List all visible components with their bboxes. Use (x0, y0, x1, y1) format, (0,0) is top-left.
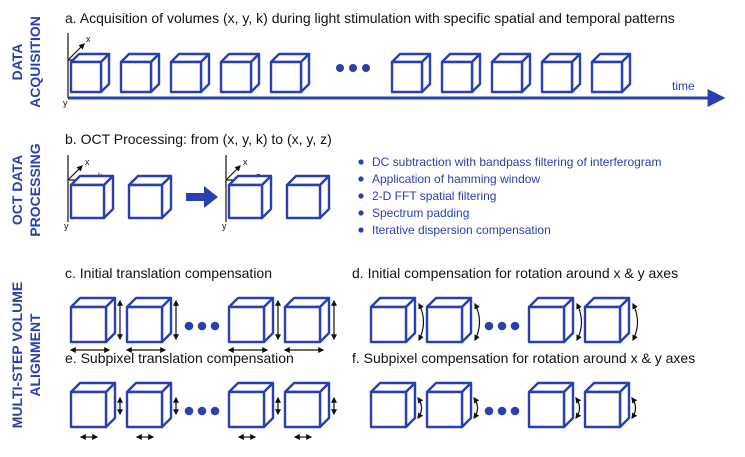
volume-cube-c-1 (69, 296, 117, 344)
processing-step-item: Iterative dispersion compensation (372, 223, 551, 237)
axis-x-arrow-b-out (225, 165, 241, 181)
section-label-acquisition-line1: DATA (9, 44, 25, 81)
heading-processing: b. OCT Processing: from (x, y, k) to (x,… (65, 131, 332, 147)
heading-panel-d: d. Initial compensation for rotation aro… (352, 265, 678, 281)
axis-y-label-b-out: y (222, 221, 227, 231)
volume-cube-a-3 (169, 52, 211, 94)
volume-cube-c-4 (283, 296, 331, 344)
ellipsis-e (184, 406, 220, 416)
processing-step-item: Spectrum padding (372, 206, 469, 220)
axis-y-label-a: y (63, 98, 68, 108)
volume-cube-b-input-2 (127, 174, 173, 220)
section-label-alignment-line2: ALIGNMENT (27, 313, 43, 397)
ellipsis-c (184, 321, 220, 331)
bullet-dot (358, 210, 364, 216)
processing-step-item: DC subtraction with bandpass filtering o… (372, 155, 661, 169)
subpixel-rotation-arrow-f-3 (575, 397, 582, 419)
subpixel-rotation-arrow-f-4 (631, 397, 638, 419)
bullet-dot (358, 227, 364, 233)
volume-cube-d-2 (425, 296, 473, 344)
volume-cube-e-1 (69, 381, 117, 429)
subpixel-rotation-arrow-f-1 (417, 397, 424, 419)
volume-cube-e-2 (125, 381, 173, 429)
volume-cube-a-1 (69, 52, 111, 94)
volume-cube-e-4 (283, 381, 331, 429)
subpixel-rotation-arrow-f-2 (473, 397, 480, 419)
section-label-processing-line1: OCT DATA (9, 155, 25, 225)
volume-cube-f-4 (583, 381, 631, 429)
heading-panel-c: c. Initial translation compensation (65, 265, 272, 281)
volume-cube-b-output-1 (227, 174, 273, 220)
ellipsis-f (484, 406, 520, 416)
bullet-dot (358, 176, 364, 182)
axis-x-label-b-in: x (85, 157, 90, 167)
volume-cube-d-4 (583, 296, 631, 344)
volume-cube-a-4 (219, 52, 261, 94)
volume-cube-a-2 (119, 52, 161, 94)
volume-cube-c-3 (227, 296, 275, 344)
rotation-arrow-d-3 (576, 302, 583, 342)
section-label-alignment: MULTI-STEP VOLUME ALIGNMENT (9, 282, 43, 428)
rotation-arrow-d-1 (418, 302, 425, 342)
volume-sequence-b (69, 174, 331, 220)
volume-cube-f-3 (527, 381, 575, 429)
processing-steps-list: DC subtraction with bandpass filtering o… (358, 155, 661, 237)
heading-panel-e: e. Subpixel translation compensation (65, 350, 294, 366)
volume-sequence-a (69, 52, 632, 94)
rotation-arrow-d-4 (632, 302, 639, 342)
axis-x-label-b-out: x (243, 157, 248, 167)
volume-cube-a-9 (540, 52, 582, 94)
axis-y-label-b-in: y (64, 221, 69, 231)
heading-acquisition: a. Acquisition of volumes (x, y, k) duri… (65, 10, 675, 26)
volume-cube-d-3 (527, 296, 575, 344)
ellipsis-d (484, 321, 520, 331)
axis-x-arrow-b-in (67, 165, 83, 181)
volume-cube-e-3 (227, 381, 275, 429)
panel-c-translation (69, 296, 337, 353)
section-label-acquisition-line2: ACQUISITION (27, 16, 43, 108)
axis-x-arrow-a (67, 43, 85, 61)
volume-cube-f-2 (425, 381, 473, 429)
processing-step-item: 2-D FFT spatial filtering (372, 189, 496, 203)
section-label-processing: OCT DATA PROCESSING (9, 143, 43, 236)
processing-step-item: Application of hamming window (372, 172, 540, 186)
panel-d-rotation (369, 296, 639, 344)
volume-cube-b-output-2 (285, 174, 331, 220)
volume-cube-c-2 (125, 296, 173, 344)
ellipsis-a (336, 64, 370, 72)
volume-cube-a-5 (269, 52, 311, 94)
rotation-arrow-d-2 (474, 302, 481, 342)
axis-x-label-a: x (86, 34, 91, 44)
section-label-acquisition: DATA ACQUISITION (9, 16, 43, 108)
heading-panel-f: f. Subpixel compensation for rotation ar… (352, 350, 695, 366)
volume-cube-a-7 (440, 52, 482, 94)
time-label: time (672, 79, 695, 93)
processing-arrow (186, 186, 218, 208)
bullet-dot (358, 193, 364, 199)
panel-f-subpixel-rotation (369, 381, 638, 429)
section-label-alignment-line1: MULTI-STEP VOLUME (9, 282, 25, 428)
volume-cube-a-10 (590, 52, 632, 94)
bullet-dot (358, 159, 364, 165)
section-label-processing-line2: PROCESSING (27, 143, 43, 236)
volume-cube-a-6 (390, 52, 432, 94)
volume-cube-d-1 (369, 296, 417, 344)
volume-cube-f-1 (369, 381, 417, 429)
volume-cube-a-8 (490, 52, 532, 94)
panel-e-subpixel-translation (69, 381, 337, 440)
volume-cube-b-input-1 (69, 174, 115, 220)
